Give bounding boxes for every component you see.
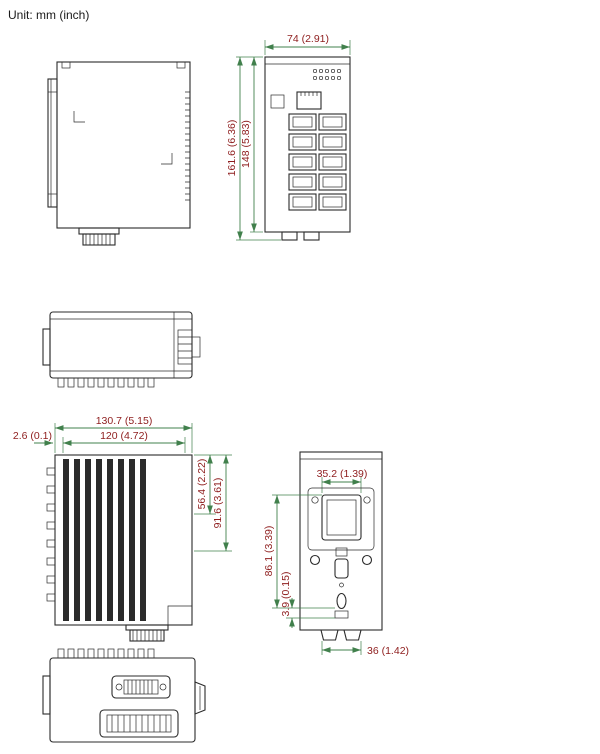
dim-rear-clip-offset: 3.9 (0.15) [280,572,335,628]
dim-rear-slot-width: 35.2 (1.39) [317,468,368,493]
view-bottom [42,648,206,743]
front-body-height-label: 148 (5.83) [240,120,252,168]
terminal-block-small [111,675,171,699]
view-front: 74 (2.91) [226,33,351,241]
bottom-connector-side [78,227,120,246]
din-teeth-left [46,467,56,602]
connector-hidden-line [167,605,192,625]
dim-fin-inner-width: 120 (4.72) [62,430,186,453]
rear-body-outline [299,451,383,631]
rear-clip-offset-label: 3.9 (0.15) [280,572,292,617]
din-clip-top-view [42,328,51,366]
bottom-terminals-rear [320,629,362,641]
heatsink-fins [63,459,146,621]
front-overall-height-label: 161.6 (6.36) [226,120,238,177]
view-rear: 35.2 (1.39) [263,451,409,657]
fin-overall-width-label: 130.7 (5.15) [96,415,153,427]
rear-clip-height-label: 86.1 (3.39) [263,526,275,577]
dim-front-overall-height: 161.6 (6.36) [226,56,281,241]
fin-lower-height-label: 91.6 (3.61) [212,478,224,529]
view-top [42,311,201,388]
fin-inner-width-label: 120 (4.72) [100,430,148,442]
dim-rear-connector-span: 36 (1.42) [321,641,409,657]
unit-label: Unit: mm (inch) [8,8,90,22]
view-side-plain [47,61,191,246]
fin-comb-bottom-view [57,648,155,659]
view-side-finned: 130.7 (5.15) 120 (4.72) 2.6 (0.1) [13,415,232,642]
front-width-label: 74 (2.91) [287,33,329,45]
top-screw-right [176,61,186,69]
front-body-outline [264,56,351,233]
fin-upper-height-label: 56.4 (2.22) [196,459,208,510]
din-rail-clip-side [47,78,58,208]
terminal-block-large [99,709,179,738]
console-port [270,94,285,109]
screw-hole-left [309,554,321,566]
led-array [312,68,342,81]
rear-connector-span-label: 36 (1.42) [367,645,409,657]
fin-edge-offset-label: 2.6 (0.1) [13,430,52,442]
dim-fin-edge-offset: 2.6 (0.1) [13,430,53,446]
bottom-body-outline [49,657,196,743]
dim-fin-upper-height: 56.4 (2.22) [194,454,232,515]
dim-fin-lower-height: 91.6 (3.61) [194,454,232,552]
ethernet-port [296,91,322,110]
top-body-outline [49,311,193,379]
din-clip-bottom-view [42,675,51,715]
terminal-top-view [177,329,201,365]
top-screw-left [61,61,71,69]
side-connector-bottom-view [194,681,206,715]
din-latch [334,547,349,619]
bottom-connector-finned [125,624,169,642]
rear-slot-width-label: 35.2 (1.39) [317,468,368,480]
bottom-terminals-front [281,231,320,241]
dim-fin-overall-width: 130.7 (5.15) [54,415,193,453]
panel-corner-marks [73,111,173,165]
dim-rear-clip-height: 86.1 (3.39) [263,494,335,609]
fin-comb-top-view [57,377,155,388]
screw-hole-right [361,554,373,566]
side-body-outline [56,61,191,229]
vent-slots [185,91,190,201]
port-grid [288,113,347,211]
dim-front-width: 74 (2.91) [264,33,351,55]
dim-front-body-height: 148 (5.83) [240,56,263,233]
din-mount-plate [307,487,375,551]
